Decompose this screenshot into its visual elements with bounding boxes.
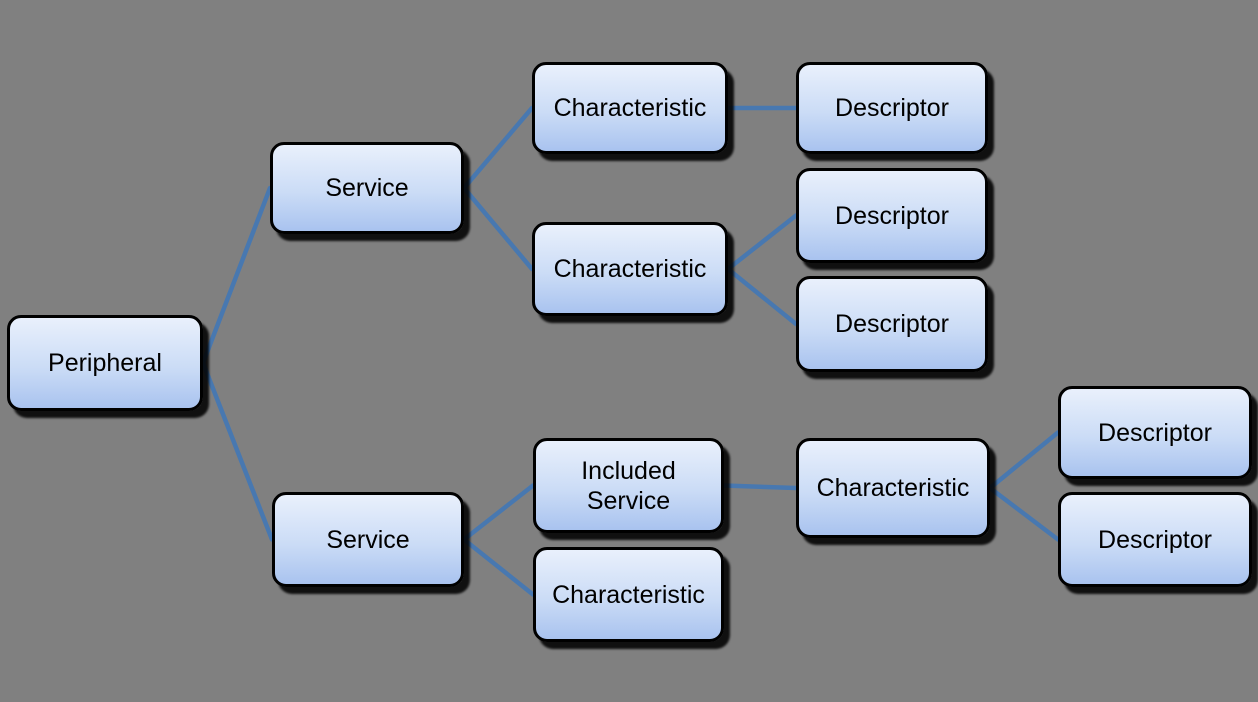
edge-characteristic-2-to-descriptor-2 [725, 213, 799, 272]
node-label: Peripheral [48, 349, 162, 377]
node-descriptor-3: Descriptor [796, 276, 988, 372]
node-included-service: Included Service [533, 438, 724, 533]
node-label: Descriptor [835, 94, 949, 122]
node-descriptor-4: Descriptor [1058, 386, 1252, 479]
node-characteristic-4: Characteristic [796, 438, 990, 538]
node-label: Service [325, 174, 409, 202]
node-peripheral: Peripheral [7, 315, 203, 411]
node-label: Descriptor [835, 201, 949, 230]
node-descriptor-5: Descriptor [1058, 492, 1252, 587]
node-service-1: Service [270, 142, 464, 234]
node-label: Descriptor [835, 310, 949, 338]
edge-service-2-to-included-service [461, 483, 536, 542]
node-label: Characteristic [552, 580, 705, 609]
node-label: Service [326, 525, 410, 554]
edge-characteristic-4-to-descriptor-4 [987, 430, 1061, 491]
node-characteristic-2: Characteristic [532, 222, 728, 316]
edge-peripheral-to-service-1 [200, 185, 273, 366]
edge-service-1-to-characteristic-2 [461, 185, 535, 272]
node-label: Characteristic [816, 474, 970, 502]
edge-service-2-to-characteristic-3 [461, 537, 536, 597]
node-descriptor-1: Descriptor [796, 62, 988, 154]
node-label: Descriptor [1098, 418, 1212, 447]
node-characteristic-3: Characteristic [533, 547, 724, 642]
node-label: Characteristic [553, 94, 707, 122]
edge-peripheral-to-service-2 [200, 360, 275, 542]
edge-included-service-to-characteristic-4 [721, 483, 799, 491]
node-service-2: Service [272, 492, 464, 587]
edge-service-1-to-characteristic-1 [461, 105, 535, 191]
edge-characteristic-4-to-descriptor-5 [987, 485, 1061, 542]
edge-characteristic-2-to-descriptor-3 [725, 266, 799, 327]
node-characteristic-1: Characteristic [532, 62, 728, 154]
node-label: Included Service [581, 456, 676, 515]
node-label: Descriptor [1098, 525, 1212, 554]
node-label: Characteristic [553, 255, 707, 283]
node-descriptor-2: Descriptor [796, 168, 988, 263]
